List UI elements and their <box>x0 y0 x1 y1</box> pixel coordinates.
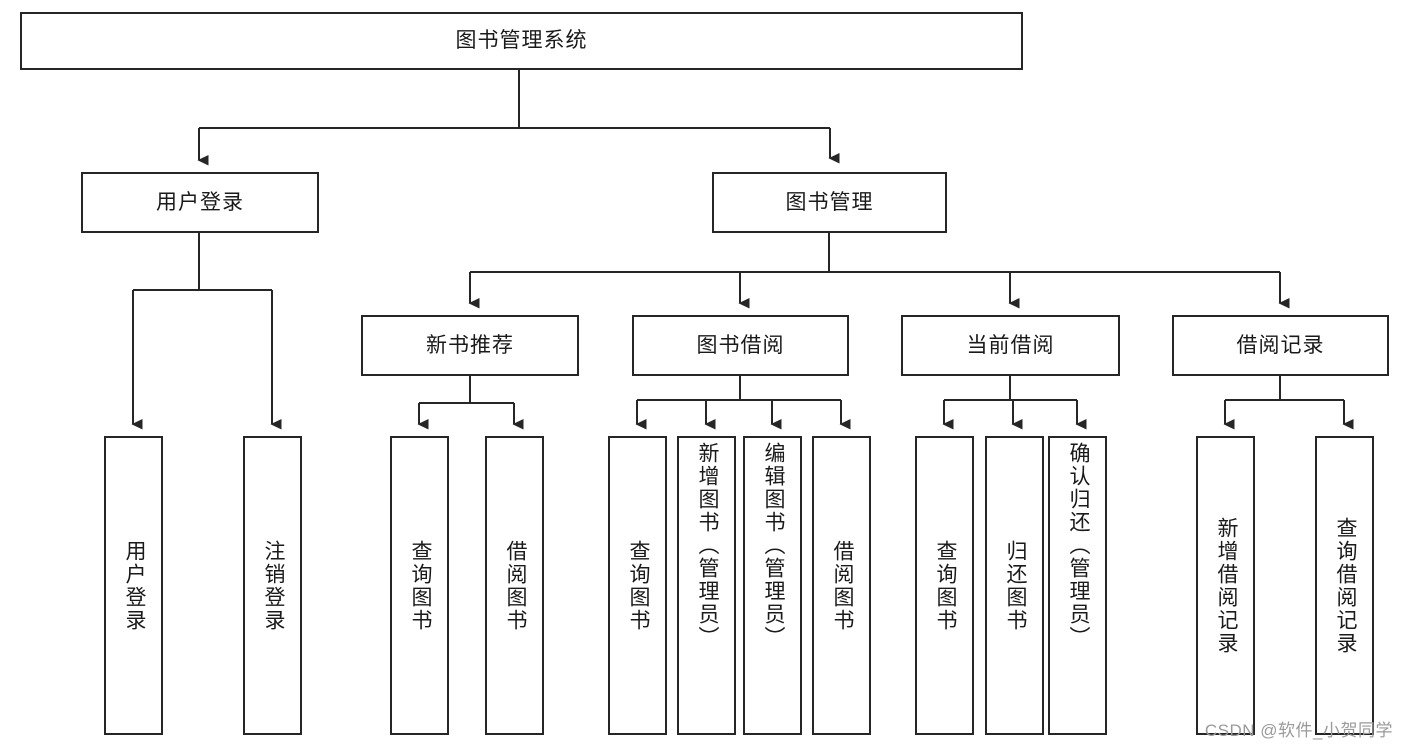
leaf-edit-book-label: 编辑图书（管理员） <box>761 442 785 649</box>
node-root[interactable]: 图书管理系统 <box>20 12 1023 70</box>
leaf-borrow-book-1-label: 借阅图书 <box>503 539 527 632</box>
leaf-user-login[interactable]: 用户登录 <box>104 436 163 735</box>
leaf-confirm-return-label: 确认归还（管理员） <box>1066 442 1090 649</box>
leaf-user-login-label: 用户登录 <box>122 539 146 632</box>
node-book-borrow-label: 图书借阅 <box>696 333 785 357</box>
leaf-add-record-label: 新增借阅记录 <box>1214 516 1238 655</box>
leaf-borrow-book-2[interactable]: 借阅图书 <box>812 436 871 735</box>
leaf-return-book[interactable]: 归还图书 <box>985 436 1044 735</box>
leaf-query-record[interactable]: 查询借阅记录 <box>1315 436 1374 735</box>
node-borrow-record[interactable]: 借阅记录 <box>1172 315 1389 376</box>
leaf-query-record-label: 查询借阅记录 <box>1333 516 1357 655</box>
leaf-query-book-3-label: 查询图书 <box>933 539 957 632</box>
watermark: CSDN @软件_小贺同学 <box>1204 721 1393 740</box>
node-borrow-record-label: 借阅记录 <box>1236 333 1325 357</box>
node-new-book-recommend-label: 新书推荐 <box>426 333 514 357</box>
leaf-query-book-1-label: 查询图书 <box>408 539 432 632</box>
leaf-edit-book[interactable]: 编辑图书（管理员） <box>743 436 802 735</box>
leaf-add-record[interactable]: 新增借阅记录 <box>1196 436 1255 735</box>
node-user-login-label: 用户登录 <box>156 190 244 214</box>
leaf-logout-login-label: 注销登录 <box>261 539 285 632</box>
node-root-label: 图书管理系统 <box>455 29 588 53</box>
node-current-borrow-label: 当前借阅 <box>966 333 1055 357</box>
leaf-return-book-label: 归还图书 <box>1003 539 1027 632</box>
leaf-add-book-label: 新增图书（管理员） <box>695 442 719 649</box>
leaf-query-book-2-label: 查询图书 <box>626 539 650 632</box>
leaf-query-book-1[interactable]: 查询图书 <box>390 436 449 735</box>
leaf-borrow-book-2-label: 借阅图书 <box>830 539 854 632</box>
node-book-management-label: 图书管理 <box>785 190 874 214</box>
node-current-borrow[interactable]: 当前借阅 <box>901 315 1120 376</box>
node-user-login[interactable]: 用户登录 <box>81 172 319 233</box>
node-book-borrow[interactable]: 图书借阅 <box>632 315 849 376</box>
leaf-confirm-return[interactable]: 确认归还（管理员） <box>1048 436 1107 735</box>
leaf-query-book-2[interactable]: 查询图书 <box>608 436 667 735</box>
node-book-management[interactable]: 图书管理 <box>712 172 947 233</box>
node-new-book-recommend[interactable]: 新书推荐 <box>361 315 579 376</box>
leaf-borrow-book-1[interactable]: 借阅图书 <box>485 436 544 735</box>
leaf-logout-login[interactable]: 注销登录 <box>243 436 302 735</box>
leaf-add-book[interactable]: 新增图书（管理员） <box>677 436 736 735</box>
leaf-query-book-3[interactable]: 查询图书 <box>915 436 974 735</box>
